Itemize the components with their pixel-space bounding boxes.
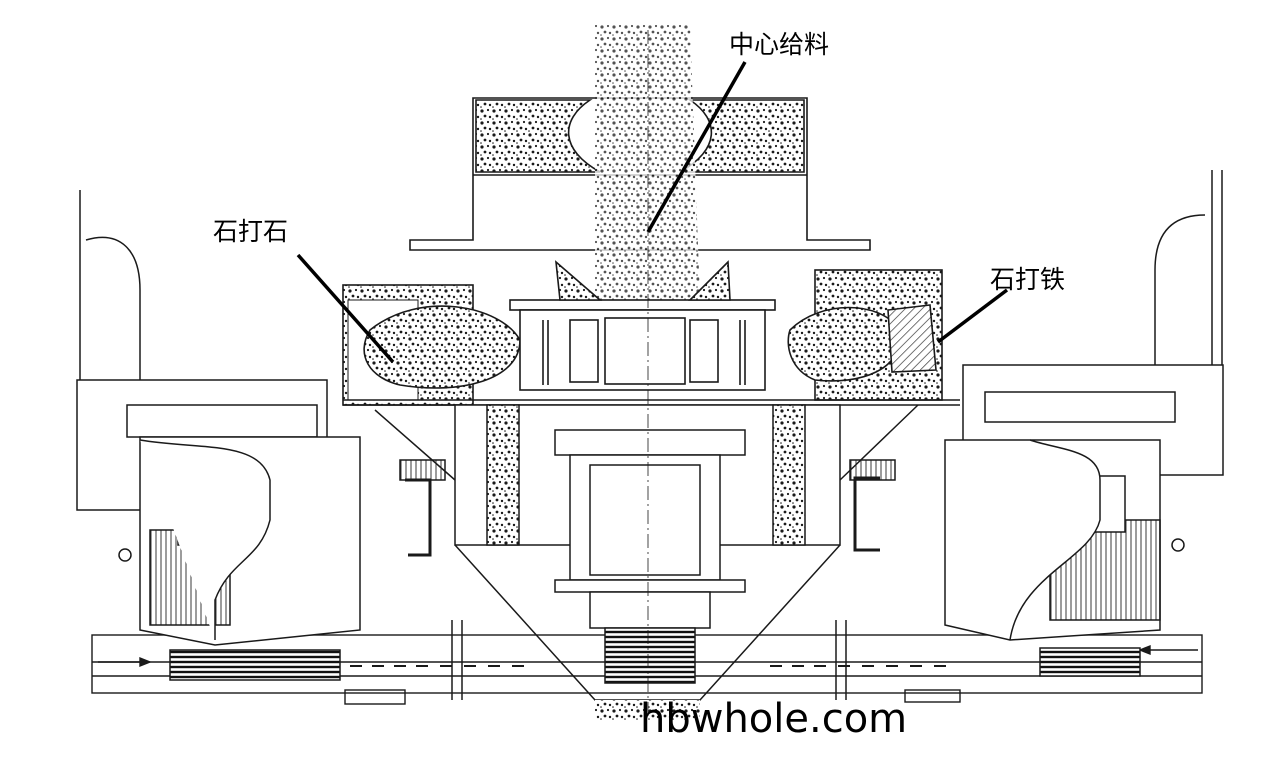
callout-line-center-feed [646,61,747,233]
crushing-chamber [342,260,960,406]
feed-stream [595,25,700,300]
machine-body [374,404,919,720]
callout-lines [296,61,1009,364]
callout-labels: 中心给料 石打石 石打铁 [213,30,1065,294]
callout-line-stone-on-stone [296,253,395,364]
label-center-feed: 中心给料 [729,30,829,59]
callout-line-stone-on-iron [936,288,1009,344]
watermark: hbwhole.com [640,696,907,742]
label-stone-on-iron: 石打铁 [990,265,1065,294]
right-motor [944,170,1224,677]
left-motor [76,190,361,681]
label-stone-on-stone: 石打石 [213,217,288,246]
